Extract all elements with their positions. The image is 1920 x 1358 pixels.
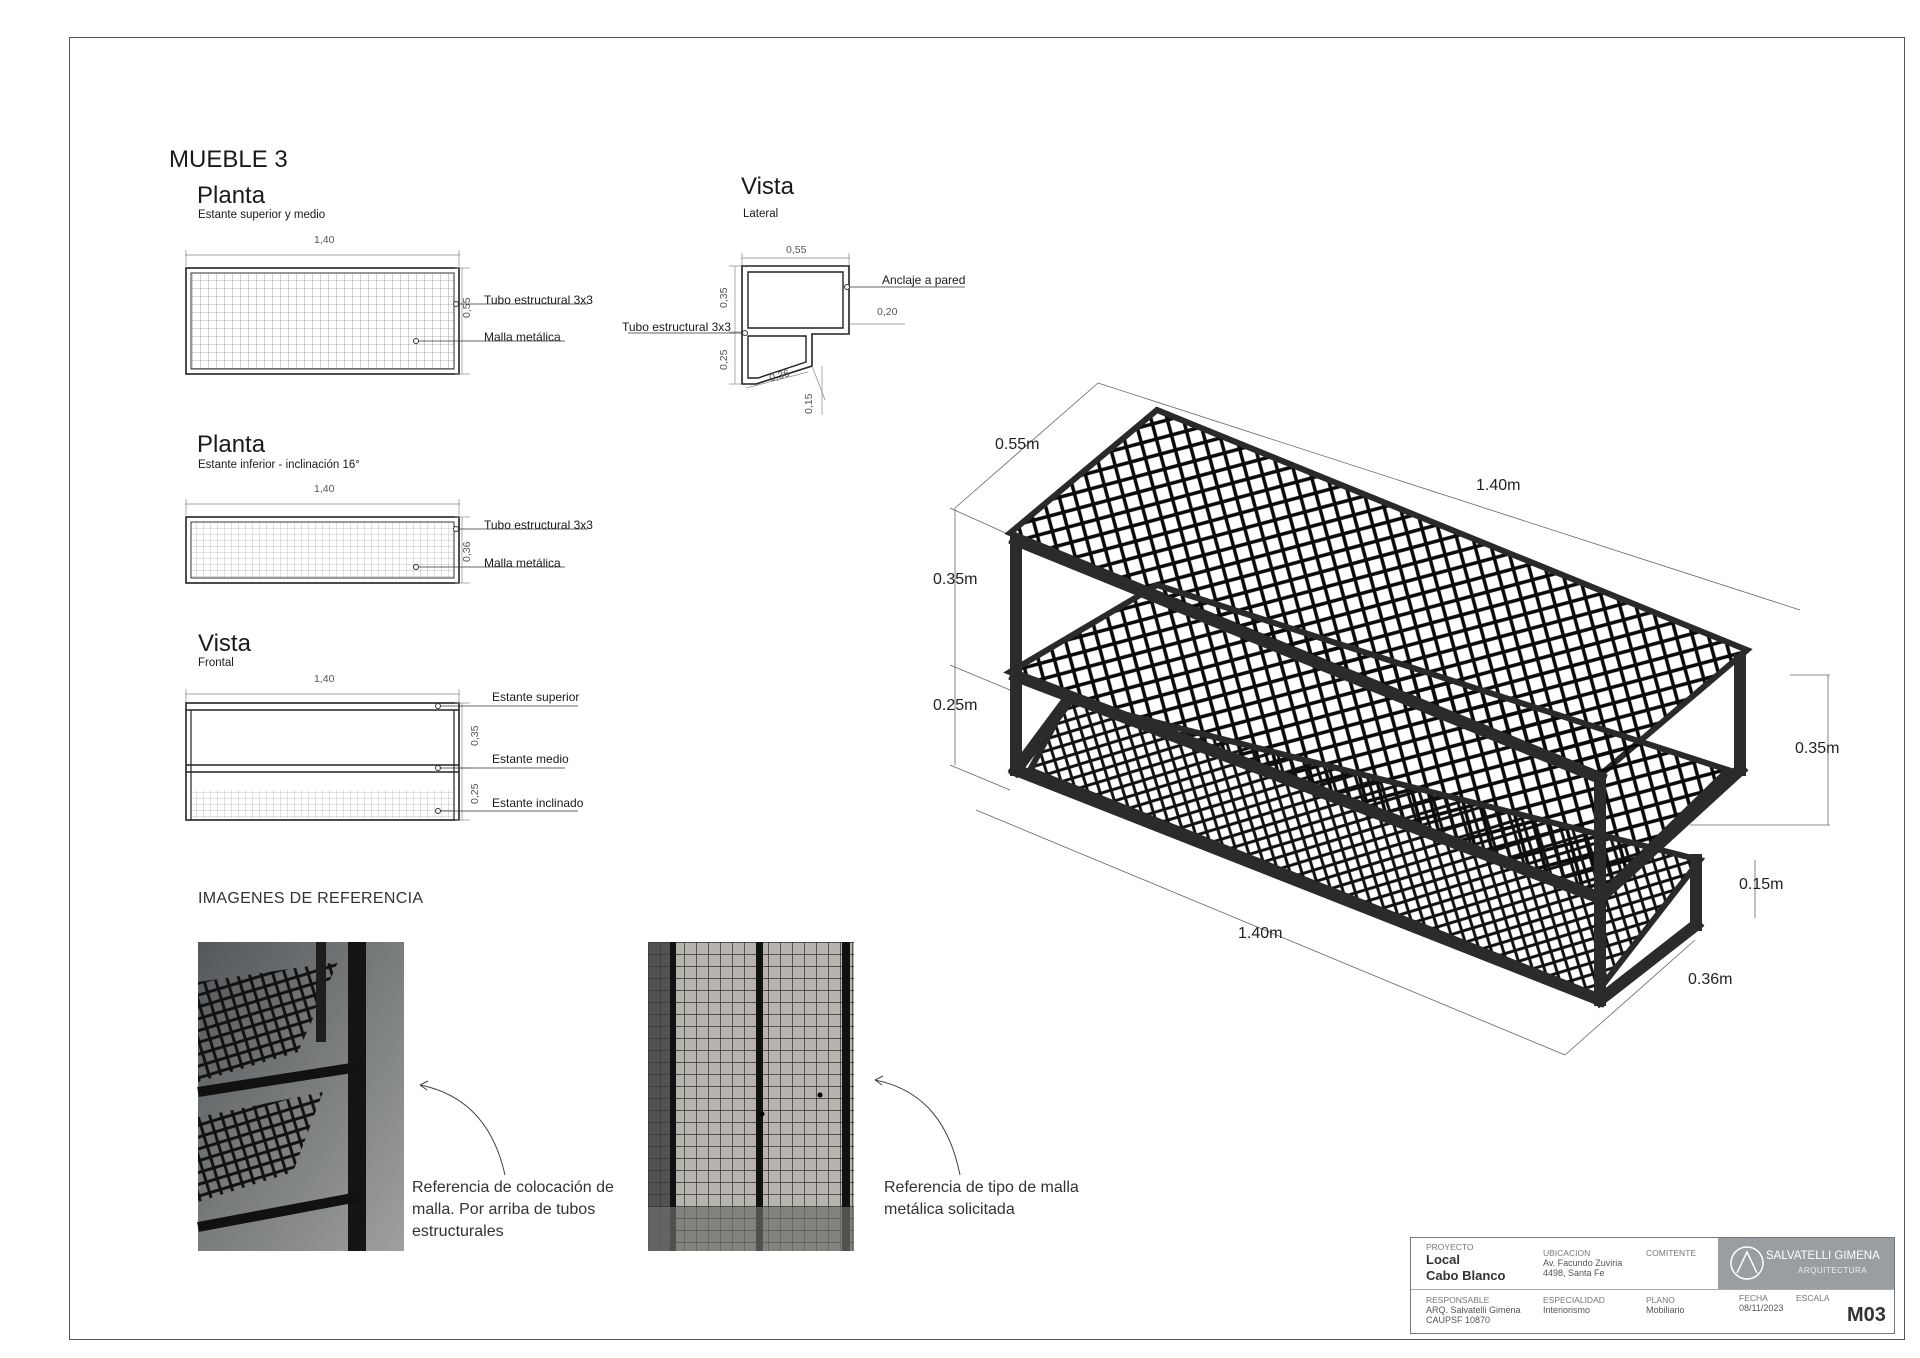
references-heading: IMAGENES DE REFERENCIA [198,890,424,907]
reference-photo-mesh [648,942,854,1251]
tb-especialidad-label: ESPECIALIDAD [1543,1295,1605,1305]
reference-caption-left: Referencia de colocación de malla. Por a… [412,1179,614,1240]
brand-subtitle: ARQUITECTURA [1798,1266,1868,1275]
tb-ubicacion-label: UBICACION [1543,1248,1591,1258]
iso-dim-h-right: 0.35m [1795,740,1840,757]
iso-dim-depth-bottom: 0.36m [1688,971,1733,988]
tb-sheet-number: M03 [1847,1304,1886,1326]
plan-top-label-tube: Tubo estructural 3x3 [484,293,593,307]
sheet-border [69,37,1905,1340]
tb-responsable-line2: CAUPSF 10870 [1426,1315,1491,1325]
reference-caption-right: Referencia de tipo de malla metálica sol… [884,1179,1079,1218]
plan-bottom-title: Planta [197,431,266,458]
iso-dim-depth-top: 0.55m [995,436,1040,453]
title-block: PROYECTO Local Cabo Blanco UBICACION Av.… [1410,1237,1895,1334]
tb-proyecto-line2: Cabo Blanco [1426,1268,1506,1283]
iso-dim-h-lower: 0.25m [933,697,978,714]
front-view-subtitle: Frontal [198,657,234,669]
tb-proyecto-label: PROYECTO [1426,1242,1474,1252]
tb-especialidad-value: Interiorismo [1543,1305,1591,1315]
brand-logo-icon [1730,1246,1764,1280]
front-view-label-mid: Estante medio [492,752,569,766]
iso-dim-h-upper: 0.35m [933,571,978,588]
plan-bottom-subtitle: Estante inferior - inclinación 16° [198,459,360,471]
plan-bottom-dim-width: 1,40 [314,483,335,495]
tb-proyecto-line1: Local [1426,1252,1460,1267]
side-view-label-tube: Tubo estructural 3x3 [622,320,731,334]
tb-escala-label: ESCALA [1796,1293,1830,1303]
side-view-subtitle: Lateral [743,208,779,220]
brand-name: SALVATELLI GIMENA [1766,1250,1880,1262]
front-view-title: Vista [198,630,251,657]
tb-responsable-line1: ARQ. Salvatelli Gimena [1426,1305,1521,1315]
tb-ubicacion-line2: 4498, Santa Fe [1543,1268,1605,1278]
side-view-title: Vista [741,173,794,200]
iso-dim-length-top: 1.40m [1476,477,1521,494]
tb-plano-value: Mobiliario [1646,1305,1685,1315]
side-view-dim-anchor: 0,20 [877,306,898,318]
tb-comitente-label: COMITENTE [1646,1248,1697,1258]
side-view-dim-top: 0,55 [786,244,807,256]
plan-bottom-label-mesh: Malla metálica [484,556,561,570]
plan-top-dim-width: 1,40 [314,234,335,246]
front-view-dim-width: 1,40 [314,673,335,685]
plan-top-label-mesh: Malla metálica [484,330,561,344]
plan-top-subtitle: Estante superior y medio [198,209,326,221]
plan-bottom-label-tube: Tubo estructural 3x3 [484,518,593,532]
tb-divider [1411,1289,1894,1290]
brand-panel: SALVATELLI GIMENA ARQUITECTURA [1718,1238,1894,1289]
iso-dim-step: 0.15m [1739,876,1784,893]
tb-responsable-label: RESPONSABLE [1426,1295,1490,1305]
reference-photo-shelf [197,942,404,1251]
iso-dim-length-bottom: 1.40m [1238,925,1283,942]
sheet-title: MUEBLE 3 [169,146,288,173]
front-view-label-incl: Estante inclinado [492,796,584,810]
tb-fecha-value: 08/11/2023 [1739,1303,1784,1313]
plan-top-title: Planta [197,182,266,209]
side-view-label-anchor: Anclaje a pared [882,273,966,287]
front-view-label-top: Estante superior [492,690,580,704]
tb-ubicacion-line1: Av. Facundo Zuviria [1543,1258,1623,1268]
tb-fecha-label: FECHA [1739,1293,1768,1303]
tb-plano-label: PLANO [1646,1295,1675,1305]
